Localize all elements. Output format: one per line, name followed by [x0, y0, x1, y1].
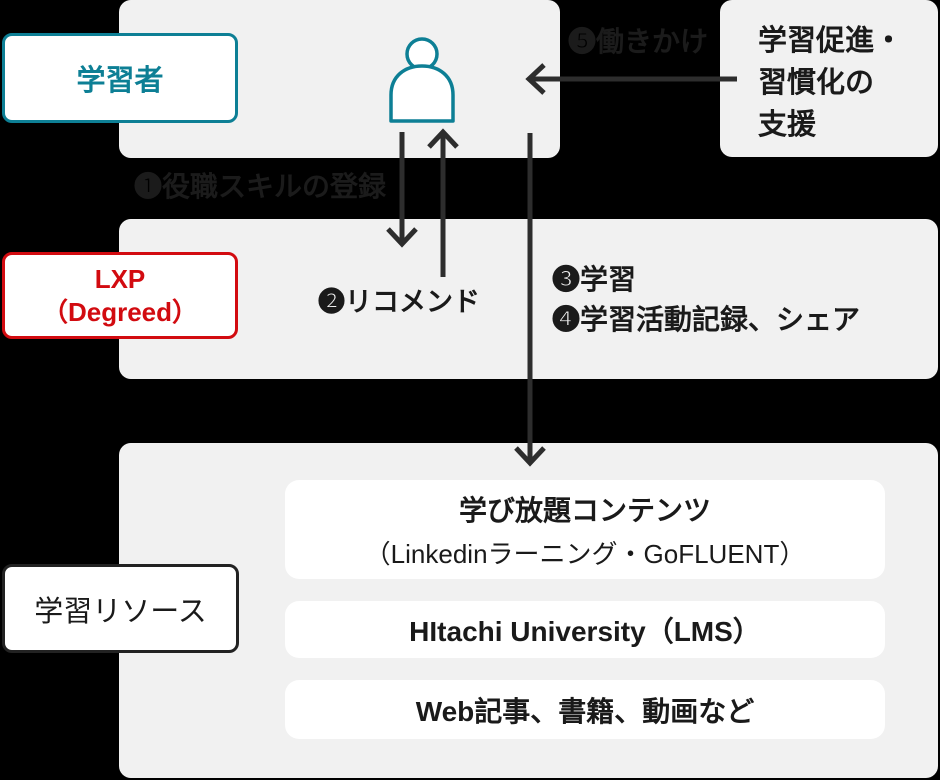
resource-card2-text: HItachi University（LMS）: [409, 615, 761, 647]
resource-card3-text: Web記事、書籍、動画など: [415, 695, 755, 727]
support-line-3: 支援: [758, 109, 817, 141]
lxp-label-line1: LXP: [94, 263, 146, 294]
flow-step1-label: ❶役職スキルの登録: [134, 171, 387, 202]
lxp-label-line2: （Degreed）: [41, 296, 199, 327]
flow-step3-4-label: ❸学習 ❹学習活動記録、シェア: [552, 260, 860, 340]
support-box-text: 学習促進・ 習慣化の 支援: [720, 0, 938, 146]
support-line-2: 習慣化の: [758, 67, 875, 99]
flow-step3-text: ❸学習: [552, 264, 637, 295]
flow-step5-label: ❺働きかけ: [568, 26, 709, 57]
lxp-label: LXP （Degreed）: [2, 252, 238, 339]
resource-card1-subtitle: （Linkedinラーニング・GoFLUENT）: [364, 538, 806, 569]
learner-label: 学習者: [2, 33, 238, 123]
flow-step2-label: ❷リコメンド: [318, 287, 480, 317]
resources-label-text: 学習リソース: [34, 595, 207, 628]
resource-card-web-books-videos: Web記事、書籍、動画など: [285, 680, 885, 739]
support-box: 学習促進・ 習慣化の 支援: [720, 0, 938, 157]
support-line-1: 学習促進・: [758, 25, 904, 57]
resource-card-hitachi-university: HItachi University（LMS）: [285, 601, 885, 658]
person-icon: [389, 37, 455, 123]
resource-card1-title: 学び放題コンテンツ: [458, 494, 711, 526]
flow-step4-text: ❹学習活動記録、シェア: [552, 304, 861, 335]
resources-label: 学習リソース: [2, 564, 239, 653]
resource-card-unlimited-content: 学び放題コンテンツ （Linkedinラーニング・GoFLUENT）: [285, 480, 885, 579]
arrow-left-step5-icon: [525, 63, 737, 95]
learner-label-text: 学習者: [76, 65, 164, 97]
